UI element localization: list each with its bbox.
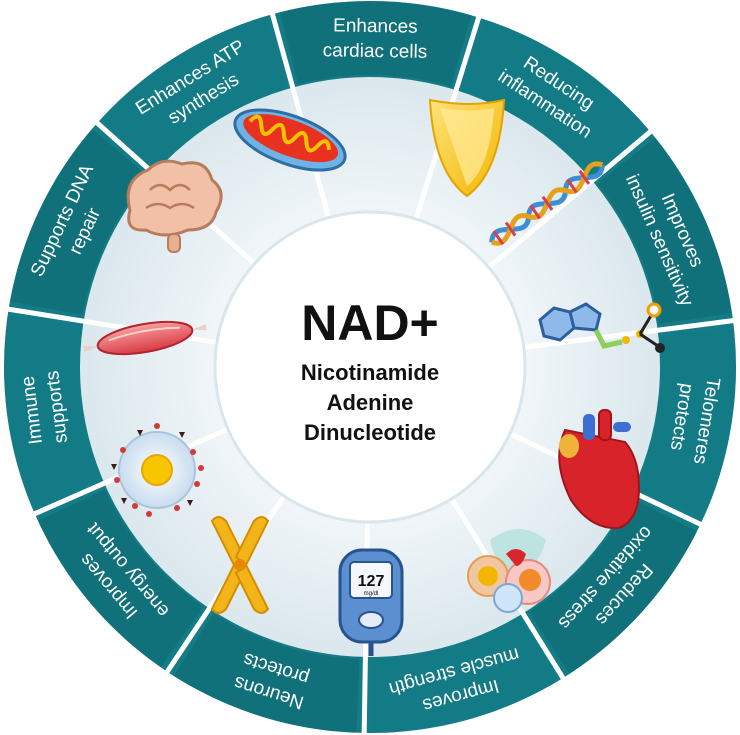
segment-tab bbox=[102, 16, 287, 168]
mitochondria-icon bbox=[233, 108, 347, 172]
segment-divider bbox=[518, 317, 736, 351]
brain-icon bbox=[126, 159, 223, 253]
segment-tab bbox=[173, 613, 360, 733]
molecule-icon bbox=[538, 302, 665, 353]
heart-icon bbox=[558, 409, 641, 530]
chromosome-icon bbox=[210, 516, 270, 614]
inflammation-cells-icon bbox=[467, 529, 551, 613]
dna-icon bbox=[489, 161, 605, 246]
segment-label-cardiac-2: cardiac cells bbox=[323, 40, 428, 63]
glucometer-unit: mg/dl bbox=[364, 591, 379, 597]
segment-tab bbox=[462, 19, 646, 175]
muscle-icon bbox=[83, 320, 207, 356]
segment-tab bbox=[529, 497, 698, 674]
segment-tab bbox=[371, 618, 557, 733]
cell-oxidative-icon bbox=[111, 423, 204, 517]
segment-tab bbox=[636, 328, 736, 518]
segment-divider bbox=[483, 128, 654, 273]
shield-icon bbox=[428, 98, 506, 198]
segment-tab bbox=[9, 128, 149, 315]
segment-label-cardiac-1: Enhances bbox=[333, 15, 418, 37]
center-title: NAD+ bbox=[301, 295, 439, 351]
segment-tab bbox=[279, 1, 472, 87]
segment-tab bbox=[597, 137, 733, 324]
glucometer-reading: 127 bbox=[358, 573, 385, 590]
center-line-1: Nicotinamide bbox=[301, 360, 439, 385]
center-circle bbox=[213, 210, 527, 524]
center-line-2: Adenine bbox=[327, 390, 414, 415]
center-line-3: Dinucleotide bbox=[304, 420, 436, 445]
segment-tab bbox=[37, 489, 204, 668]
glucometer-icon: 127 mg/dl bbox=[338, 548, 404, 656]
segment-tab bbox=[4, 316, 101, 507]
